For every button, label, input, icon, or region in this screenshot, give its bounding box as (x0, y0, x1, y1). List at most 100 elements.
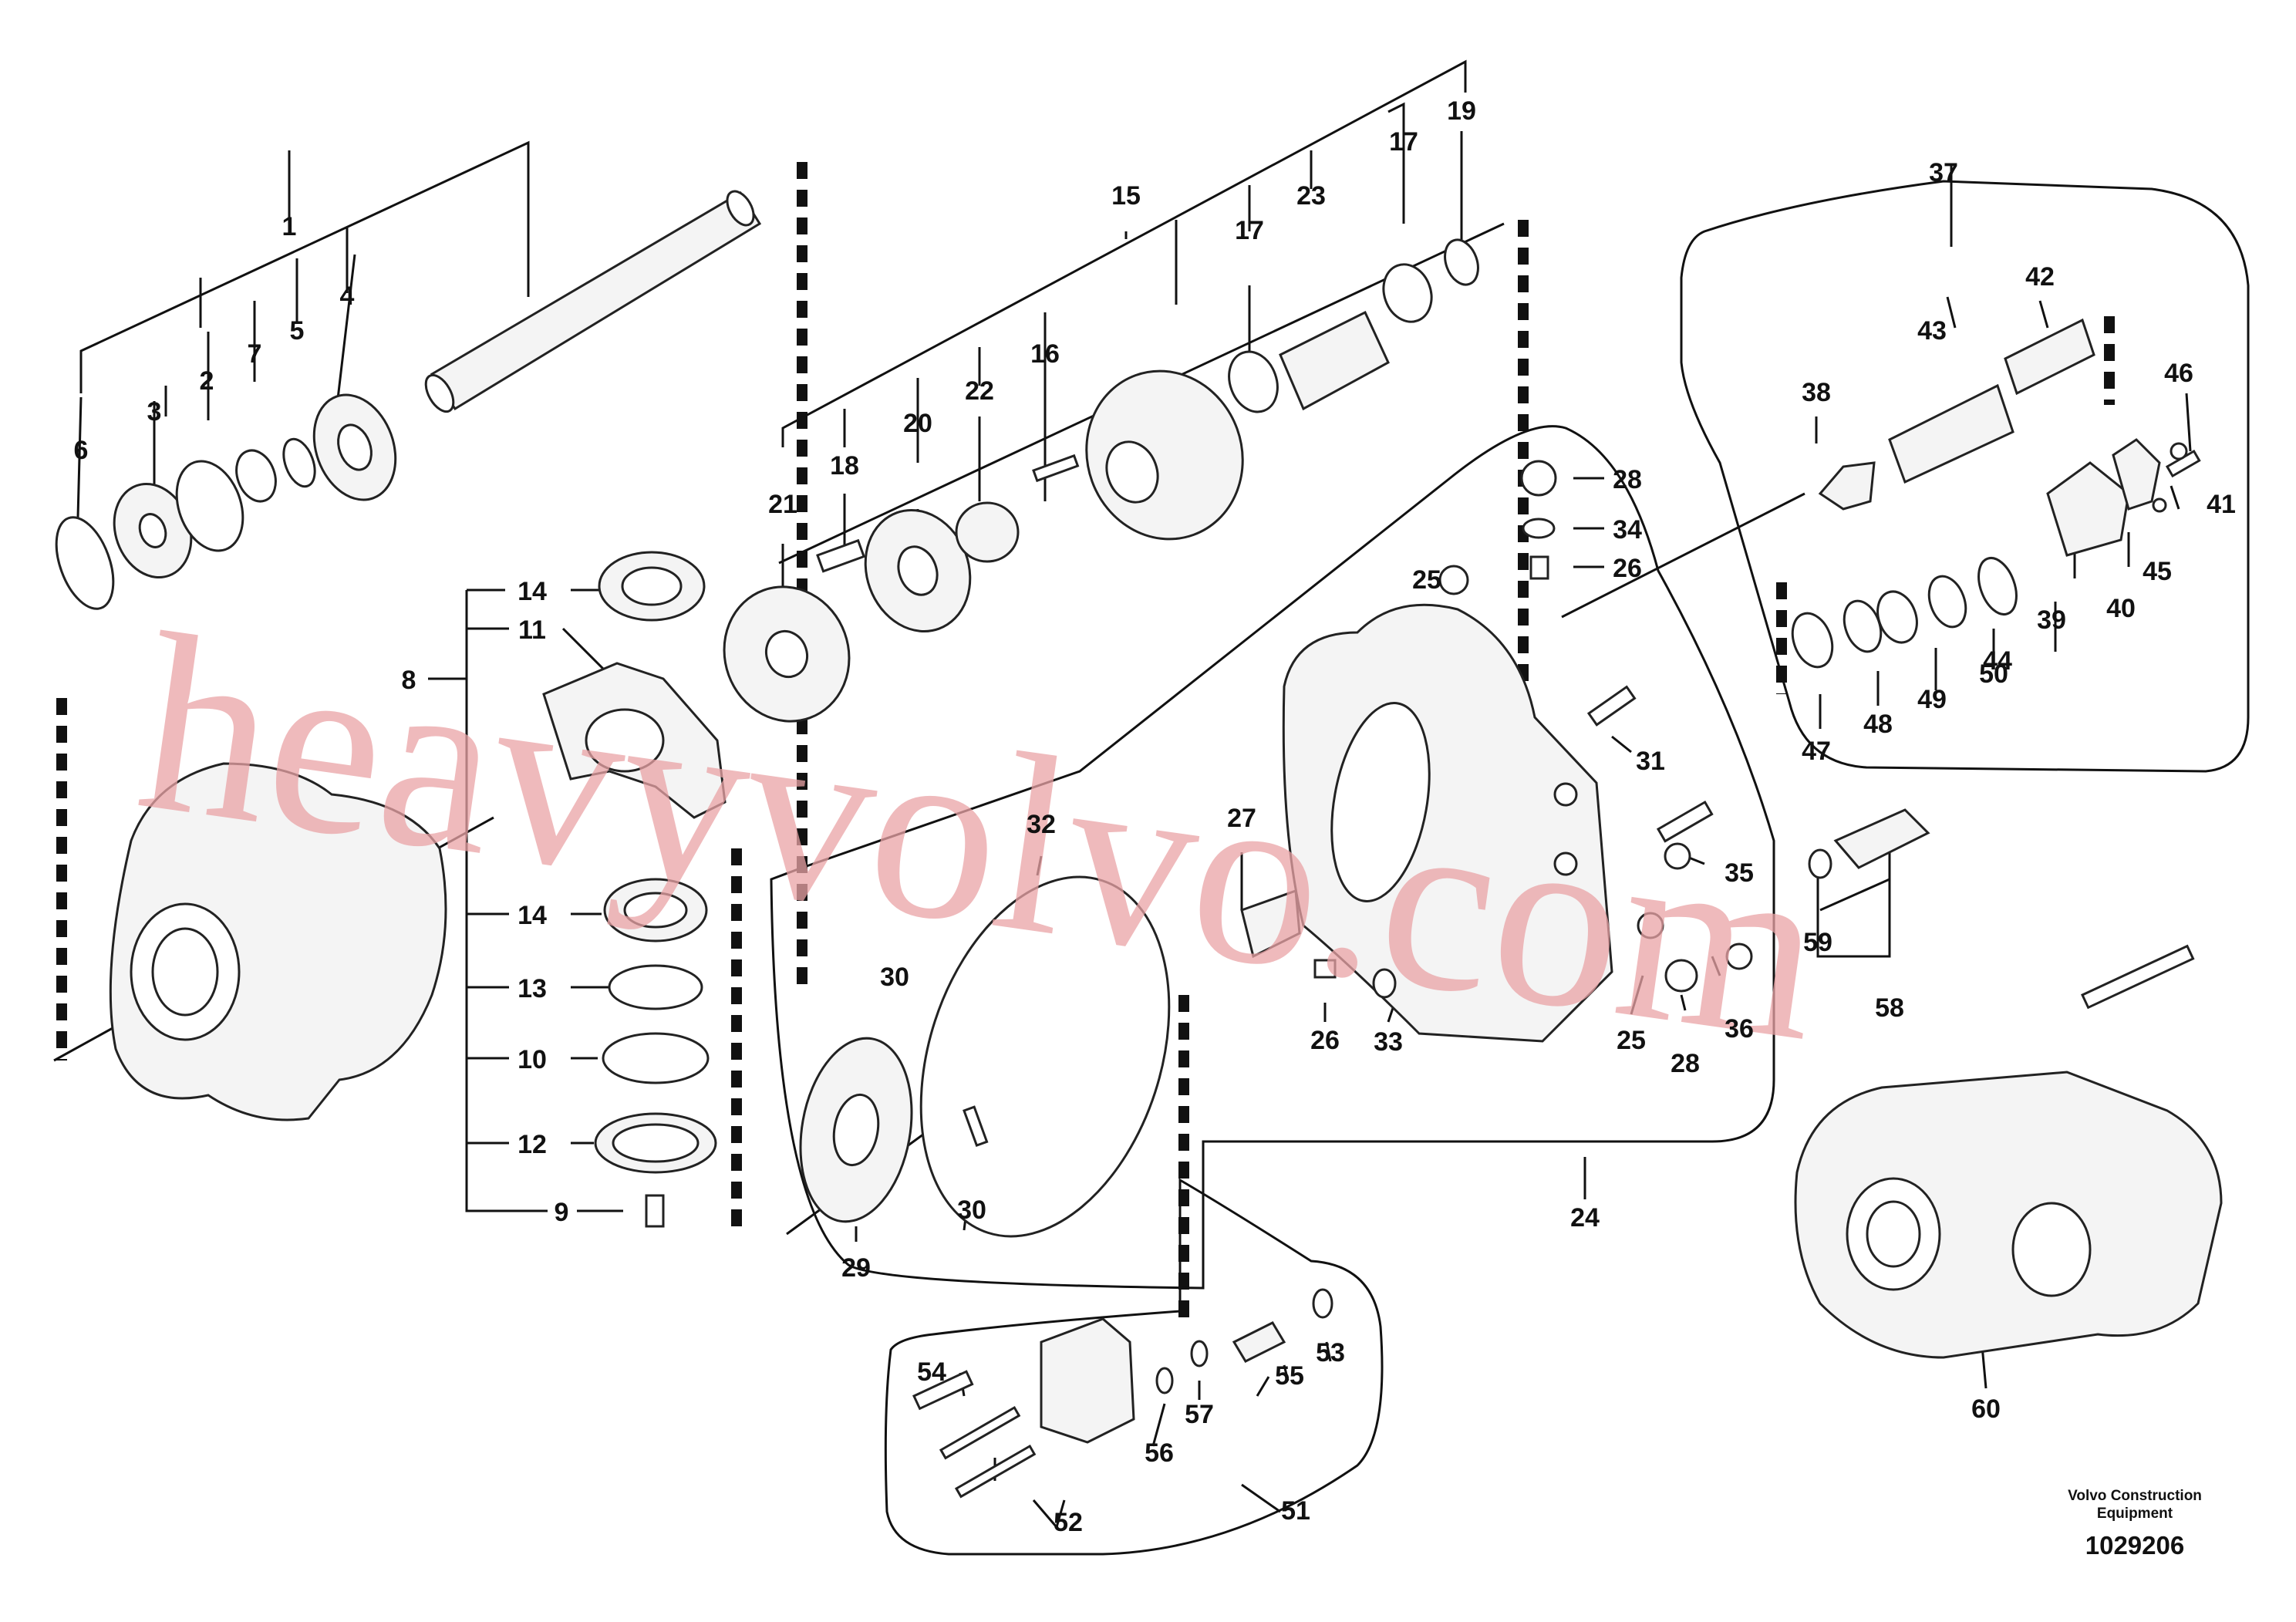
label-47: 47 (1802, 737, 1831, 766)
label-60: 60 (1971, 1394, 2001, 1424)
label-25-lower: 25 (1617, 1026, 1646, 1055)
part-o-ring-59 (1808, 848, 1832, 879)
part-pin-30 (963, 1105, 989, 1148)
label-53: 53 (1316, 1338, 1345, 1367)
label-57: 57 (1185, 1400, 1214, 1429)
part-ring-19 (1444, 238, 1479, 286)
label-29: 29 (841, 1253, 871, 1283)
part-collar-7 (235, 449, 277, 503)
group-outline-51 (884, 1178, 1384, 1556)
label-44: 44 (1983, 646, 2012, 676)
label-34: 34 (1613, 515, 1642, 545)
label-58: 58 (1875, 993, 1904, 1023)
label-10: 10 (518, 1045, 547, 1074)
part-washer-17-rear (1382, 263, 1433, 323)
label-56: 56 (1145, 1438, 1174, 1468)
label-30-upper: 30 (880, 963, 909, 992)
label-28-lower: 28 (1671, 1049, 1700, 1078)
label-31: 31 (1636, 747, 1665, 776)
label-14-lower: 14 (518, 901, 547, 930)
part-o-ring-57 (1190, 1340, 1209, 1367)
label-9: 9 (555, 1198, 569, 1227)
company-line-1: Volvo Construction (2068, 1488, 2202, 1504)
part-seal-50 (1927, 575, 1967, 629)
label-39: 39 (2037, 605, 2066, 635)
label-33: 33 (1374, 1027, 1403, 1057)
part-valve-block-24 (1282, 603, 1613, 1043)
part-plug-26-top (1529, 555, 1549, 580)
part-spring-23 (1279, 310, 1390, 411)
part-pin-52-a (939, 1405, 1021, 1460)
part-plug-25-lower (1637, 912, 1664, 939)
part-solenoid-valve-51 (1040, 1317, 1135, 1444)
part-plug-25-top (1438, 565, 1469, 595)
part-o-ring-32 (919, 875, 1171, 1238)
label-28-top: 28 (1613, 465, 1642, 494)
label-37: 37 (1929, 158, 1958, 187)
label-55: 55 (1275, 1361, 1304, 1391)
part-retaining-ring-6 (55, 516, 115, 610)
label-59: 59 (1803, 928, 1832, 957)
part-plug-26-lower (1313, 959, 1337, 979)
part-cover-40 (2112, 438, 2161, 511)
part-seal-48 (1843, 599, 1883, 653)
part-drive-shaft (430, 191, 762, 411)
part-pin-18 (816, 538, 866, 573)
group-outline-24 (770, 425, 1775, 1290)
label-22: 22 (965, 376, 994, 406)
part-seal-47 (1791, 612, 1834, 669)
label-11: 11 (518, 615, 546, 645)
part-plug-36 (1725, 943, 1753, 970)
part-bolt-31 (1586, 685, 1637, 727)
label-36: 36 (1725, 1014, 1754, 1044)
label-1: 1 (282, 212, 297, 241)
label-19: 19 (1447, 96, 1476, 126)
part-bolt-60 (2081, 944, 2195, 1010)
label-16: 16 (1030, 339, 1060, 369)
label-4: 4 (340, 282, 355, 311)
label-26-lower: 26 (1310, 1026, 1340, 1055)
parts (55, 190, 2223, 1499)
label-26-top: 26 (1613, 554, 1642, 583)
label-25-top: 25 (1412, 565, 1441, 595)
part-ring-44 (1977, 557, 2018, 615)
label-49: 49 (1917, 685, 1947, 714)
part-ring-53 (1312, 1288, 1333, 1319)
group-outline-37 (1680, 180, 2250, 773)
part-snap-ring (424, 373, 455, 413)
label-52: 52 (1054, 1508, 1083, 1537)
part-spool-38 (1818, 461, 1876, 511)
group-outlines (770, 180, 2250, 1556)
part-piston-39 (2046, 461, 2130, 557)
part-plug-36-upper (1664, 842, 1691, 870)
part-nut-46 (2170, 442, 2188, 460)
label-45: 45 (2143, 557, 2172, 586)
part-spring-42 (2004, 318, 2095, 396)
label-20: 20 (903, 409, 932, 438)
label-7: 7 (248, 339, 262, 369)
part-bushing-22 (955, 501, 1020, 563)
part-bolt-35 (1656, 800, 1714, 843)
part-bushing-27 (1240, 889, 1301, 959)
label-50: 50 (1979, 659, 2008, 689)
label-13: 13 (518, 974, 547, 1003)
part-pin-16 (1032, 454, 1080, 483)
part-o-ring-33 (1372, 968, 1397, 999)
company-line-2: Equipment (2097, 1506, 2173, 1522)
label-51: 51 (1281, 1496, 1310, 1526)
part-ring-13 (608, 964, 703, 1010)
part-screw-45 (2152, 497, 2167, 513)
label-38: 38 (1802, 378, 1831, 407)
part-plug-28-lower (1664, 959, 1698, 993)
label-41: 41 (2207, 490, 2236, 519)
label-3: 3 (147, 397, 162, 427)
label-15: 15 (1111, 181, 1141, 211)
part-plug-28-top (1520, 460, 1557, 497)
part-screw-9 (645, 1194, 665, 1228)
label-35: 35 (1725, 858, 1754, 888)
label-27: 27 (1227, 804, 1256, 833)
part-ring-5 (282, 437, 316, 488)
label-6: 6 (74, 436, 89, 465)
label-54: 54 (917, 1357, 946, 1387)
